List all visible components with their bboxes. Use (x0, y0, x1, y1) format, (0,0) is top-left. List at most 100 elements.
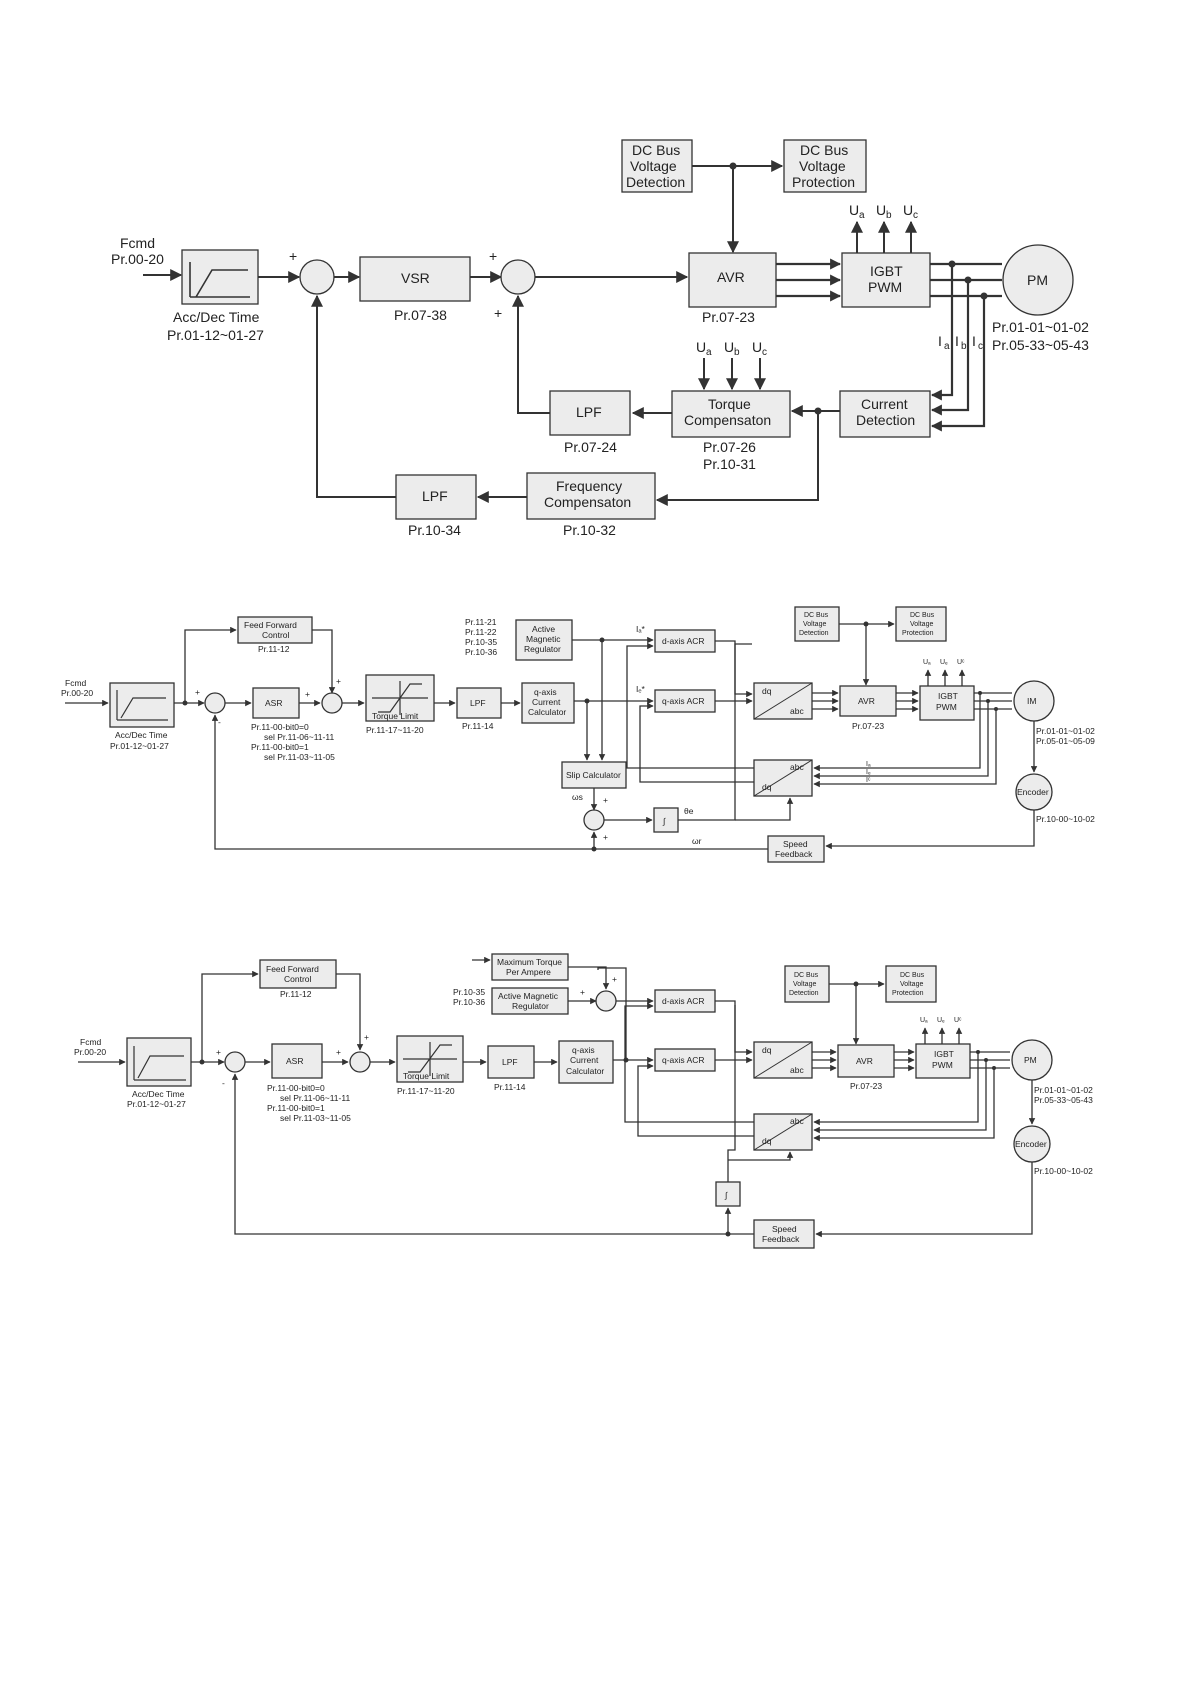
d3-feedback-line: Feedback (762, 1234, 800, 1244)
d2-ia-label: Iₐ (866, 761, 871, 768)
d2-dcbus-prot-line: Protection (902, 630, 934, 637)
d1-compensaton-line: Compensaton (684, 412, 771, 428)
d2-ib-label: Iₑ (866, 769, 871, 776)
diagram-1-pm-sensorless: Fcmd Pr.00-20 Acc/Dec Time Pr.01-12~01-2… (111, 139, 1089, 538)
d2-dcbus-det-line: DC Bus (804, 612, 829, 619)
d2-avr-block (839, 685, 897, 717)
d2-sum-junction-3 (583, 809, 605, 831)
d3-active-param: Pr.10-35 (453, 987, 485, 997)
d3-qcalc-line: Current (570, 1055, 599, 1065)
d2-tlim-param: Pr.11-17~11-20 (366, 725, 424, 735)
d2-input-param: Pr.00-20 (61, 688, 93, 698)
d1-ic-sub: c (978, 341, 983, 352)
d3-pm-label: PM (1024, 1055, 1037, 1065)
d2-asr-param: sel Pr.11-03~11-05 (264, 752, 335, 762)
d2-iq-label: Iₑ* (636, 684, 646, 694)
d2-minus-sign: - (218, 717, 221, 727)
d2-integrator-block (653, 807, 679, 833)
d3-dcbus-det-line: Detection (789, 990, 819, 997)
d1-plus-sign: + (494, 305, 502, 321)
d2-active-param: Pr.10-36 (465, 647, 497, 657)
d1-sum-junction-1 (299, 259, 335, 295)
d3-pm-param-1: Pr.01-01~01-02 (1034, 1085, 1093, 1095)
d1-pm-param-2: Pr.05-33~05-43 (992, 337, 1089, 353)
d1-frequency-line: Frequency (556, 478, 622, 494)
d2-lpf-param: Pr.11-14 (462, 721, 494, 731)
d2-slip-label: Slip Calculator (566, 770, 621, 780)
d1-vsr-block (359, 256, 471, 302)
d3-active-line: Active Magnetic (498, 991, 559, 1001)
d1-ua-label: U (849, 202, 859, 218)
d3-speed-feedback-block (753, 1219, 815, 1249)
d3-abc-to-dq-block (753, 1113, 813, 1151)
d3-abc-label: abc (790, 1065, 804, 1075)
d3-lpf-param: Pr.11-14 (494, 1082, 526, 1092)
d3-speed-line: Speed (772, 1224, 797, 1234)
d2-integrator-label: ∫ (662, 816, 666, 826)
d1-current-detection-block (839, 390, 931, 438)
d2-accdec-param: Pr.01-12~01-27 (110, 741, 169, 751)
d1-current-line: Current (861, 396, 908, 412)
d3-mtpa-line: Maximum Torque (497, 957, 562, 967)
d3-dcbus-detection-block (784, 965, 830, 1003)
d3-sum-junction-3 (595, 990, 617, 1012)
d3-ub-label: Uₑ (937, 1017, 945, 1024)
d1-sum-junction-2 (500, 259, 536, 295)
d2-ff-line: Control (262, 630, 290, 640)
d3-qacr-label: q-axis ACR (662, 1055, 705, 1065)
d1-plus-sign: + (489, 248, 497, 264)
d3-tlim-param: Pr.11-17~11-20 (397, 1086, 455, 1096)
d3-uc-label: Uᶜ (954, 1017, 962, 1024)
d2-fcmd-label: Fcmd (65, 678, 87, 688)
d2-plus-sign: + (305, 689, 310, 699)
d3-dcbus-prot-line: Voltage (900, 981, 923, 988)
d1-torque-param-2: Pr.10-31 (703, 456, 756, 472)
d3-dcbus-protection-block (885, 965, 937, 1003)
d1-ia-sub: a (944, 341, 950, 352)
d2-abc-label: abc (790, 706, 804, 716)
d2-plus-sign: + (195, 687, 200, 697)
d2-ff-line: Feed Forward (244, 620, 297, 630)
d3-dcbus-prot-line: DC Bus (900, 972, 925, 979)
d1-avr-label: AVR (717, 269, 745, 285)
d3-integrator-label: ∫ (724, 1190, 728, 1200)
d3-active-param: Pr.10-36 (453, 997, 485, 1007)
d3-plus-sign: + (612, 974, 617, 984)
d1-dcbus-prot-line: Protection (792, 174, 855, 190)
d1-uc-label: U (752, 339, 762, 355)
d2-q-current-calculator-block (521, 682, 575, 724)
d1-accdec-label: Acc/Dec Time (173, 309, 260, 325)
d2-active-param: Pr.10-35 (465, 637, 497, 647)
d2-im-label: IM (1027, 696, 1036, 706)
d3-lpf-label: LPF (502, 1057, 518, 1067)
d2-encoder-label: Encoder (1017, 787, 1049, 797)
diagram-2-im-foc: Fcmd Pr.00-20 Acc/Dec Time Pr.01-12~01-2… (61, 606, 1095, 863)
d1-detection-line: Detection (856, 412, 915, 428)
d3-igbt-pwm-block (915, 1043, 971, 1079)
d1-ib-label: I (955, 333, 959, 349)
d1-pm-label: PM (1027, 272, 1048, 288)
d3-input-param: Pr.00-20 (74, 1047, 106, 1057)
d1-uc-sub: c (762, 347, 767, 358)
d3-dq-label: dq (762, 1136, 772, 1146)
d3-accdec-block (126, 1037, 192, 1087)
d1-lpf1-label: LPF (576, 404, 602, 420)
d1-ic-label: I (972, 333, 976, 349)
d2-uc-label: Uᶜ (957, 659, 965, 666)
d1-ua-sub: a (706, 347, 712, 358)
d3-plus-sign: + (336, 1047, 341, 1057)
d1-ia-label: I (938, 333, 942, 349)
d2-igbt-label: IGBT (938, 691, 958, 701)
d3-asr-param: sel Pr.11-06~11-11 (280, 1093, 350, 1103)
d1-ua-sub: a (859, 210, 865, 221)
d1-lpf2-param: Pr.10-34 (408, 522, 461, 538)
diagram-3-pm-foc: Fcmd Pr.00-20 Acc/Dec Time Pr.01-12~01-2… (74, 953, 1093, 1249)
d2-speed-line: Speed (783, 839, 808, 849)
d2-lpf-label: LPF (470, 698, 486, 708)
d3-asr-label: ASR (286, 1056, 303, 1066)
d3-ff-line: Control (284, 974, 312, 984)
d1-ua-label: U (696, 339, 706, 355)
d3-abc-label: abc (790, 1116, 804, 1126)
d2-sum-junction-1 (204, 692, 226, 714)
